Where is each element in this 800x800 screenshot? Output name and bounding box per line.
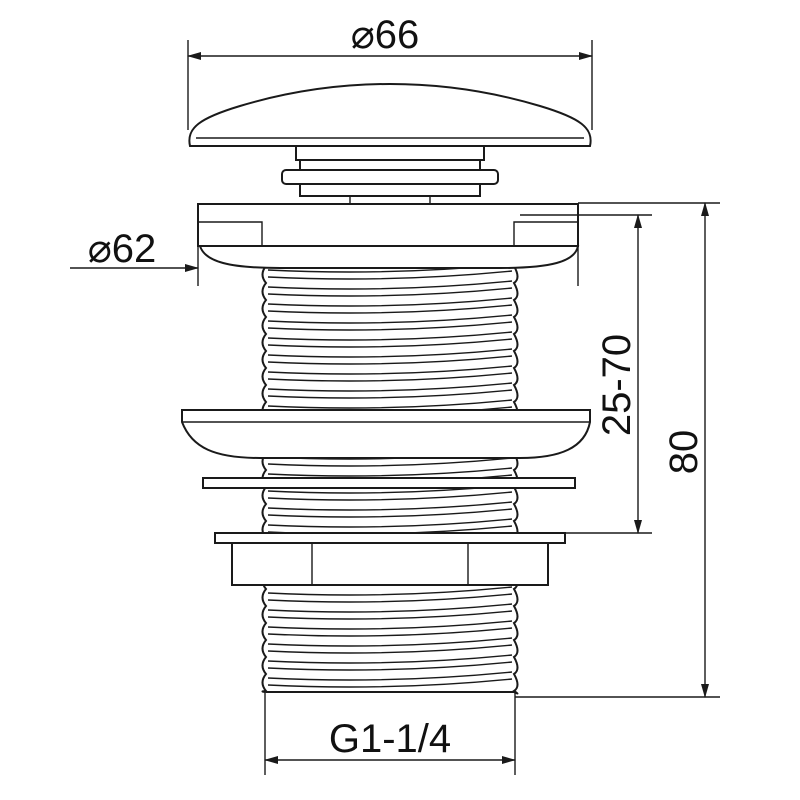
thread-line <box>267 644 513 654</box>
thread-line <box>267 654 513 664</box>
dimension-cap-diameter: ⌀66 <box>187 13 593 130</box>
flange <box>197 203 579 247</box>
thread-line <box>267 620 513 630</box>
stem <box>295 145 485 161</box>
svg-text:25-70: 25-70 <box>595 334 639 436</box>
stem-ring <box>299 159 481 171</box>
seal-ring <box>281 169 499 185</box>
dish-nut <box>181 409 591 459</box>
dimension-thread: G1-1/4 <box>264 690 516 775</box>
svg-text:G1-1/4: G1-1/4 <box>329 717 451 761</box>
thread-line <box>267 280 513 290</box>
thread-line <box>267 627 513 637</box>
thread-line <box>267 671 513 681</box>
cap <box>188 82 592 147</box>
thread-line <box>267 610 513 620</box>
thread-line <box>267 270 513 280</box>
stem-lower <box>299 183 481 197</box>
thread-line <box>267 389 513 399</box>
thread-line <box>267 593 513 603</box>
thread-line <box>267 637 513 647</box>
thread-line <box>267 297 513 307</box>
dimension-flange-diameter: ⌀62 <box>70 227 579 286</box>
thread-line <box>267 603 513 613</box>
svg-text:⌀66: ⌀66 <box>351 13 420 57</box>
dimension-total-height: 80 <box>515 202 720 698</box>
thread-line <box>267 491 513 501</box>
thread-line <box>267 365 513 375</box>
thread-line <box>267 372 513 382</box>
thread-line <box>267 518 513 528</box>
thread-line <box>267 331 513 341</box>
thread-line <box>267 338 513 348</box>
thread-line <box>267 287 513 297</box>
thread-line <box>267 382 513 392</box>
thread-line <box>267 355 513 365</box>
thread-line <box>267 586 513 596</box>
washer <box>202 477 576 489</box>
hex-nut <box>231 542 549 586</box>
svg-text:80: 80 <box>662 430 706 475</box>
thread-line <box>267 457 513 467</box>
nut-plate <box>214 532 566 544</box>
thread-line <box>267 314 513 324</box>
svg-text:⌀62: ⌀62 <box>88 227 157 271</box>
thread-line <box>267 304 513 314</box>
thread-line <box>267 467 513 477</box>
thread-line <box>267 508 513 518</box>
thread-line <box>267 661 513 671</box>
thread-line <box>267 348 513 358</box>
thread-line <box>267 678 513 688</box>
thread-line <box>267 321 513 331</box>
dimension-clamp-range: 25-70 <box>520 214 652 534</box>
thread-line <box>267 501 513 511</box>
flange-bottom <box>198 245 580 269</box>
thread-line <box>267 399 513 409</box>
